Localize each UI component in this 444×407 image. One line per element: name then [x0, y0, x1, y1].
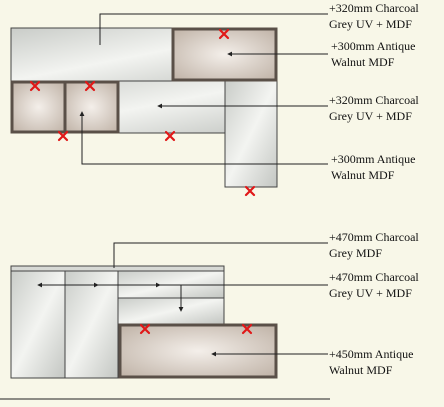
bottom-elevation: [10, 242, 328, 379]
bottom-grey-top-strip: [10, 265, 225, 272]
bottom-grey-panel-right-lower: [117, 297, 225, 325]
marker-icons-top: [29, 28, 256, 197]
top-elevation: [10, 13, 328, 197]
leader-top-grey-1: [99, 13, 328, 45]
marker-x-icon: [139, 323, 151, 335]
marker-x-icon: [241, 323, 253, 335]
bottom-grey-panel-left: [10, 270, 66, 379]
leader-bottom-grey-mdf: [113, 242, 328, 268]
bottom-grey-panel-mid: [64, 270, 119, 379]
leader-top-walnut-2: [79, 111, 328, 165]
bottom-walnut-panel: [118, 323, 278, 379]
marker-x-icon: [218, 28, 230, 40]
marker-icons-bottom: [139, 323, 253, 335]
top-grey-panel-tall: [224, 80, 278, 188]
marker-x-icon: [84, 80, 96, 92]
top-walnut-panel-left-2: [63, 80, 120, 134]
marker-x-icon: [29, 80, 41, 92]
marker-x-icon: [244, 185, 256, 197]
marker-x-icon: [164, 130, 176, 142]
marker-x-icon: [57, 130, 69, 142]
